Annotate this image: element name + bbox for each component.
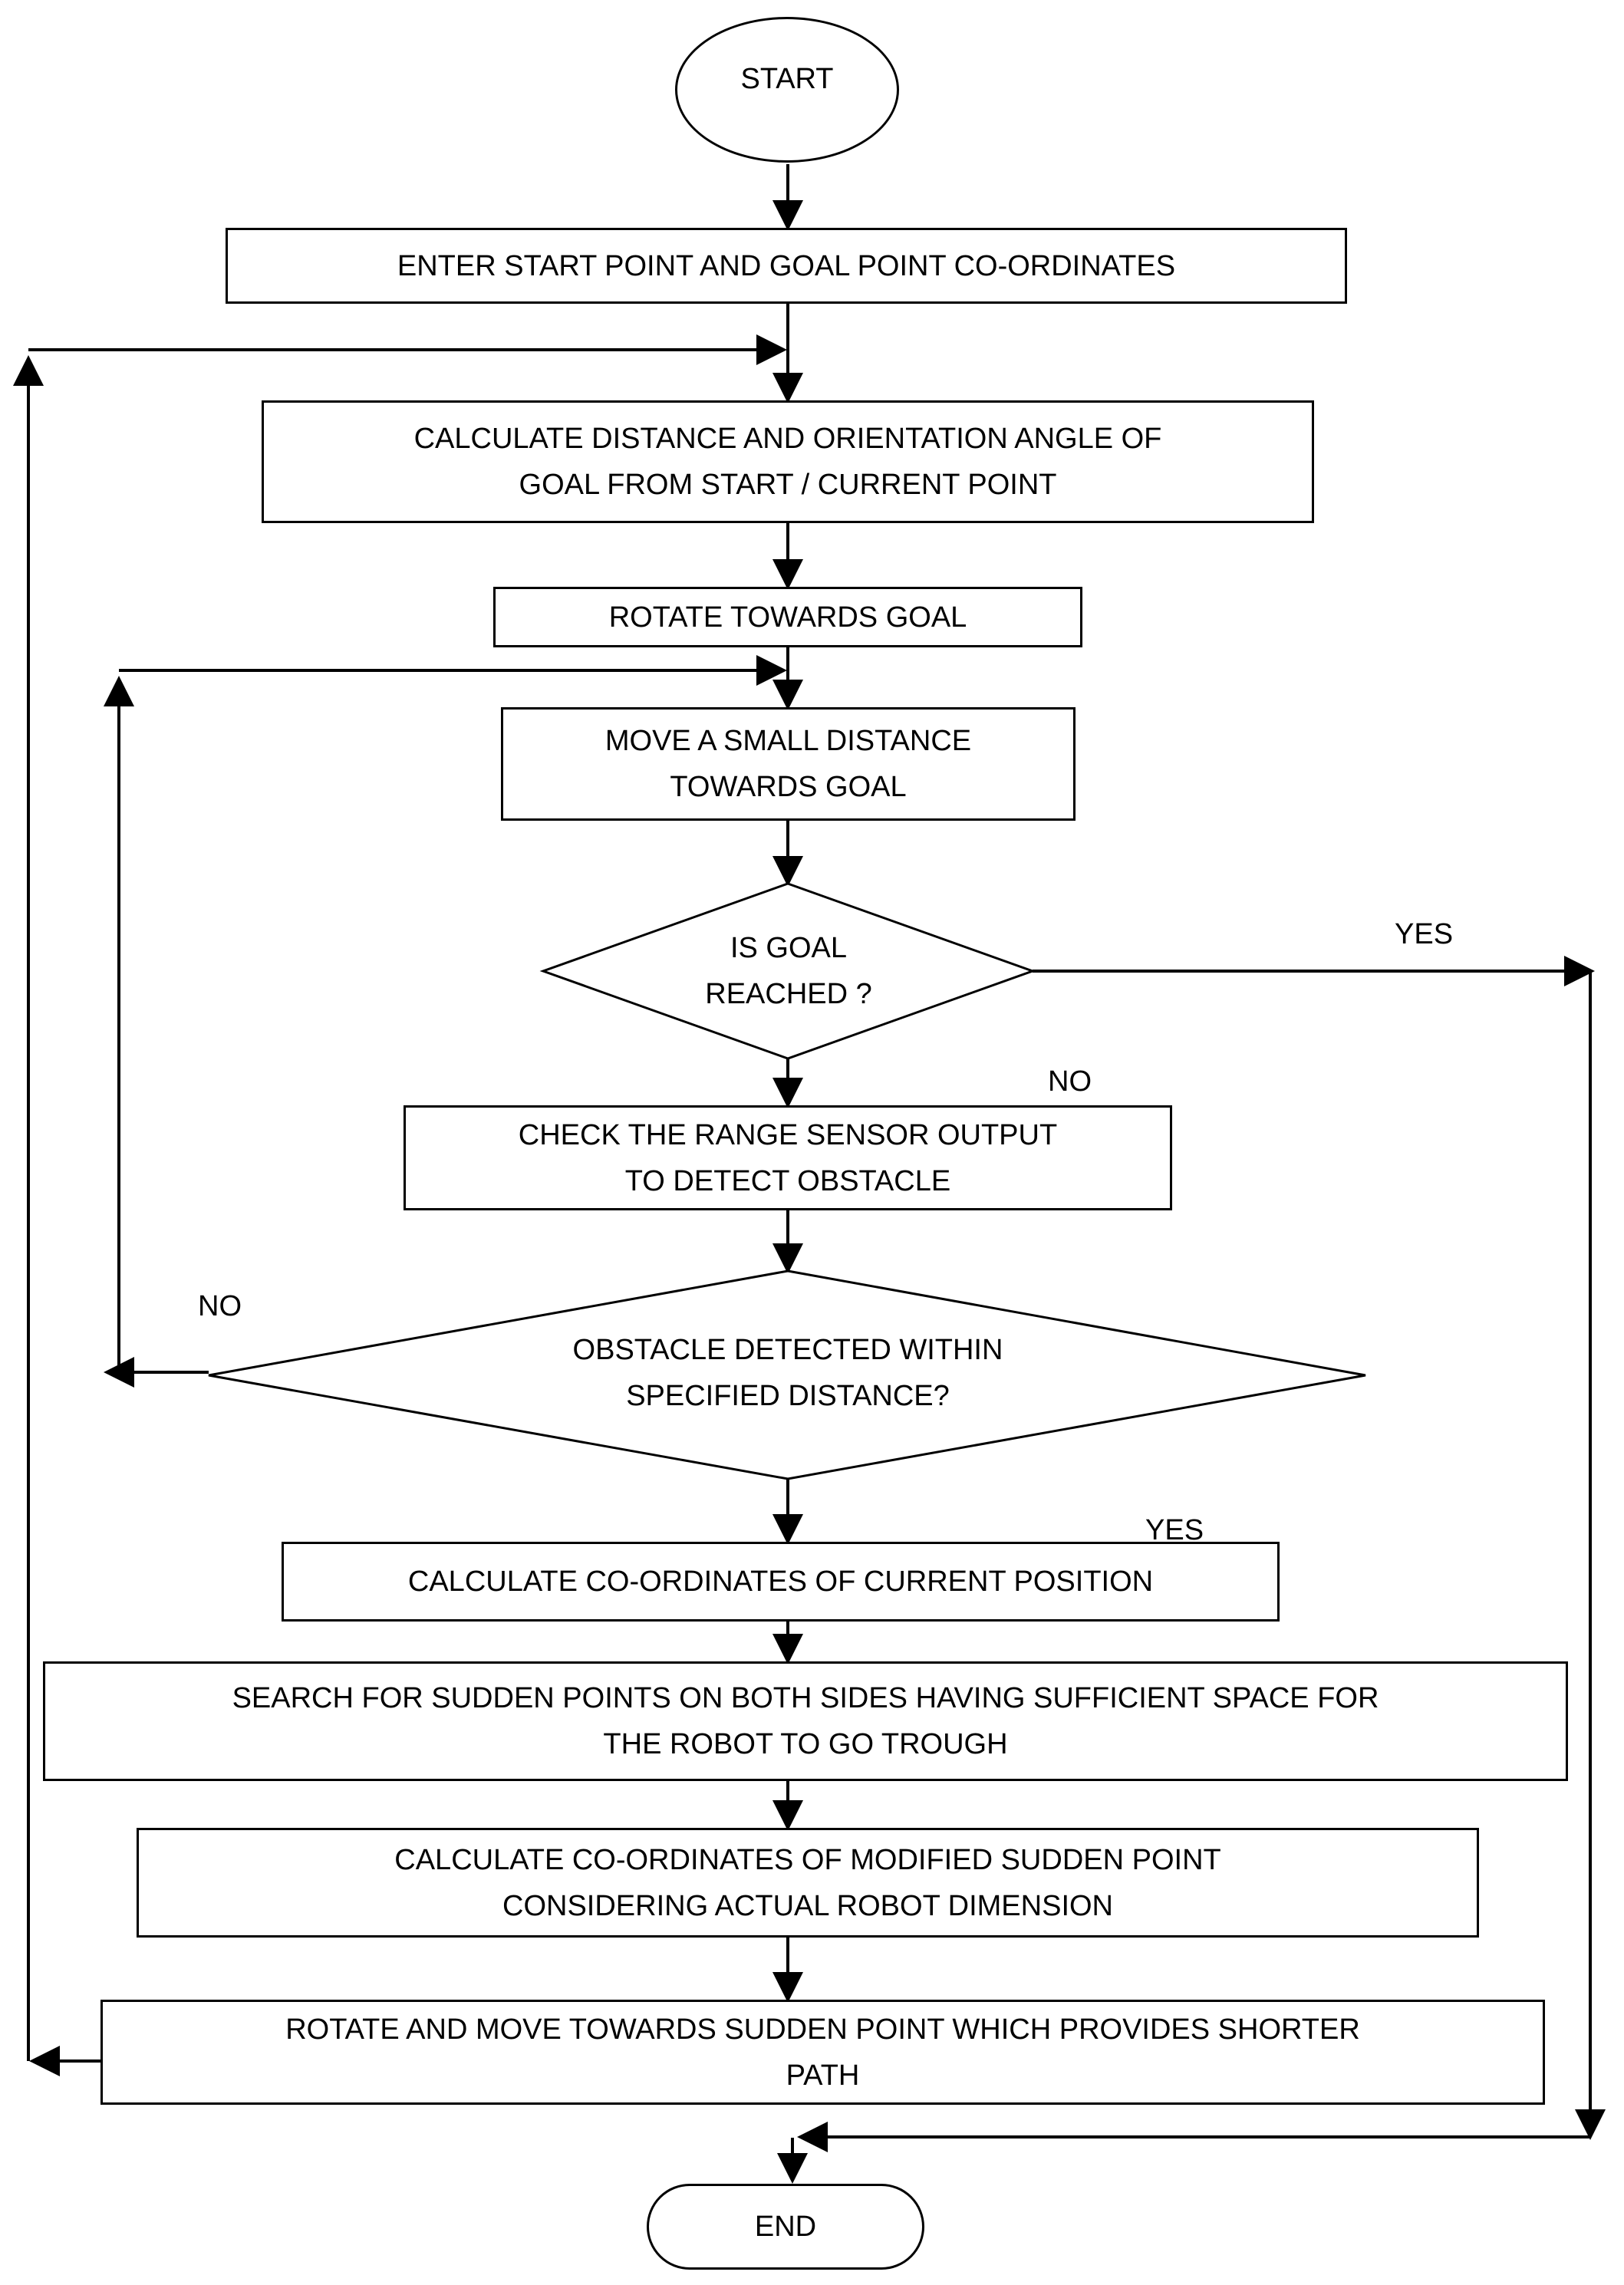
enter-coordinates-label: ENTER START POINT AND GOAL POINT CO-ORDI…: [397, 249, 1176, 282]
rotate-towards-goal-label: ROTATE TOWARDS GOAL: [608, 601, 967, 634]
obstacle-detected-label-line1: OBSTACLE DETECTED WITHIN: [572, 1334, 1003, 1366]
move-small-distance-label-line1: MOVE A SMALL DISTANCE: [604, 725, 972, 757]
modified-sudden-point-box: CALCULATE CO-ORDINATES OF MODIFIED SUDDE…: [137, 1828, 1479, 1938]
rotate-and-move-label-line1: ROTATE AND MOVE TOWARDS SUDDEN POINT WHI…: [285, 2013, 1360, 2046]
rotate-and-move-label-line2: PATH: [786, 2059, 860, 2092]
move-small-distance-box: MOVE A SMALL DISTANCE TOWARDS GOAL: [501, 707, 1076, 821]
goal-reached-decision-text: IS GOAL REACHED ?: [620, 925, 957, 1017]
calculate-distance-box: CALCULATE DISTANCE AND ORIENTATION ANGLE…: [262, 400, 1314, 523]
start-label: START: [740, 63, 834, 95]
obstacle-no-label: NO: [198, 1290, 242, 1322]
calculate-current-coordinates-label: CALCULATE CO-ORDINATES OF CURRENT POSITI…: [407, 1566, 1154, 1598]
calculate-current-coordinates-box: CALCULATE CO-ORDINATES OF CURRENT POSITI…: [282, 1542, 1280, 1622]
end-terminal: END: [647, 2184, 924, 2270]
search-sudden-points-label-line2: THE ROBOT TO GO TROUGH: [603, 1728, 1008, 1760]
rotate-and-move-box: ROTATE AND MOVE TOWARDS SUDDEN POINT WHI…: [100, 2000, 1545, 2105]
goal-reached-decision-shape: [539, 882, 1036, 1060]
check-range-sensor-label-line2: TO DETECT OBSTACLE: [624, 1164, 951, 1197]
obstacle-detected-decision-shape: [208, 1269, 1366, 1480]
move-small-distance-label-line2: TOWARDS GOAL: [670, 771, 907, 803]
obstacle-yes-label: YES: [1145, 1514, 1204, 1546]
end-label: END: [754, 2211, 817, 2243]
check-range-sensor-label-line1: CHECK THE RANGE SENSOR OUTPUT: [518, 1118, 1058, 1151]
search-sudden-points-label-line1: SEARCH FOR SUDDEN POINTS ON BOTH SIDES H…: [232, 1682, 1379, 1714]
goal-reached-label-line1: IS GOAL: [730, 932, 848, 964]
enter-coordinates-box: ENTER START POINT AND GOAL POINT CO-ORDI…: [226, 228, 1347, 304]
goal-yes-label: YES: [1395, 918, 1454, 950]
obstacle-detected-decision-text: OBSTACLE DETECTED WITHIN SPECIFIED DISTA…: [404, 1327, 1171, 1419]
calculate-distance-label-line2: GOAL FROM START / CURRENT POINT: [519, 469, 1057, 501]
search-sudden-points-box: SEARCH FOR SUDDEN POINTS ON BOTH SIDES H…: [43, 1661, 1568, 1781]
calculate-distance-label-line1: CALCULATE DISTANCE AND ORIENTATION ANGLE…: [413, 423, 1162, 455]
modified-sudden-point-label-line2: CONSIDERING ACTUAL ROBOT DIMENSION: [502, 1889, 1113, 1922]
goal-reached-label-line2: REACHED ?: [705, 978, 872, 1010]
obstacle-detected-label-line2: SPECIFIED DISTANCE?: [626, 1380, 950, 1412]
modified-sudden-point-label-line1: CALCULATE CO-ORDINATES OF MODIFIED SUDDE…: [394, 1843, 1221, 1876]
goal-no-label: NO: [1048, 1065, 1092, 1098]
start-terminal: START: [675, 17, 899, 163]
rotate-towards-goal-box: ROTATE TOWARDS GOAL: [493, 587, 1082, 647]
check-range-sensor-box: CHECK THE RANGE SENSOR OUTPUT TO DETECT …: [404, 1105, 1172, 1210]
